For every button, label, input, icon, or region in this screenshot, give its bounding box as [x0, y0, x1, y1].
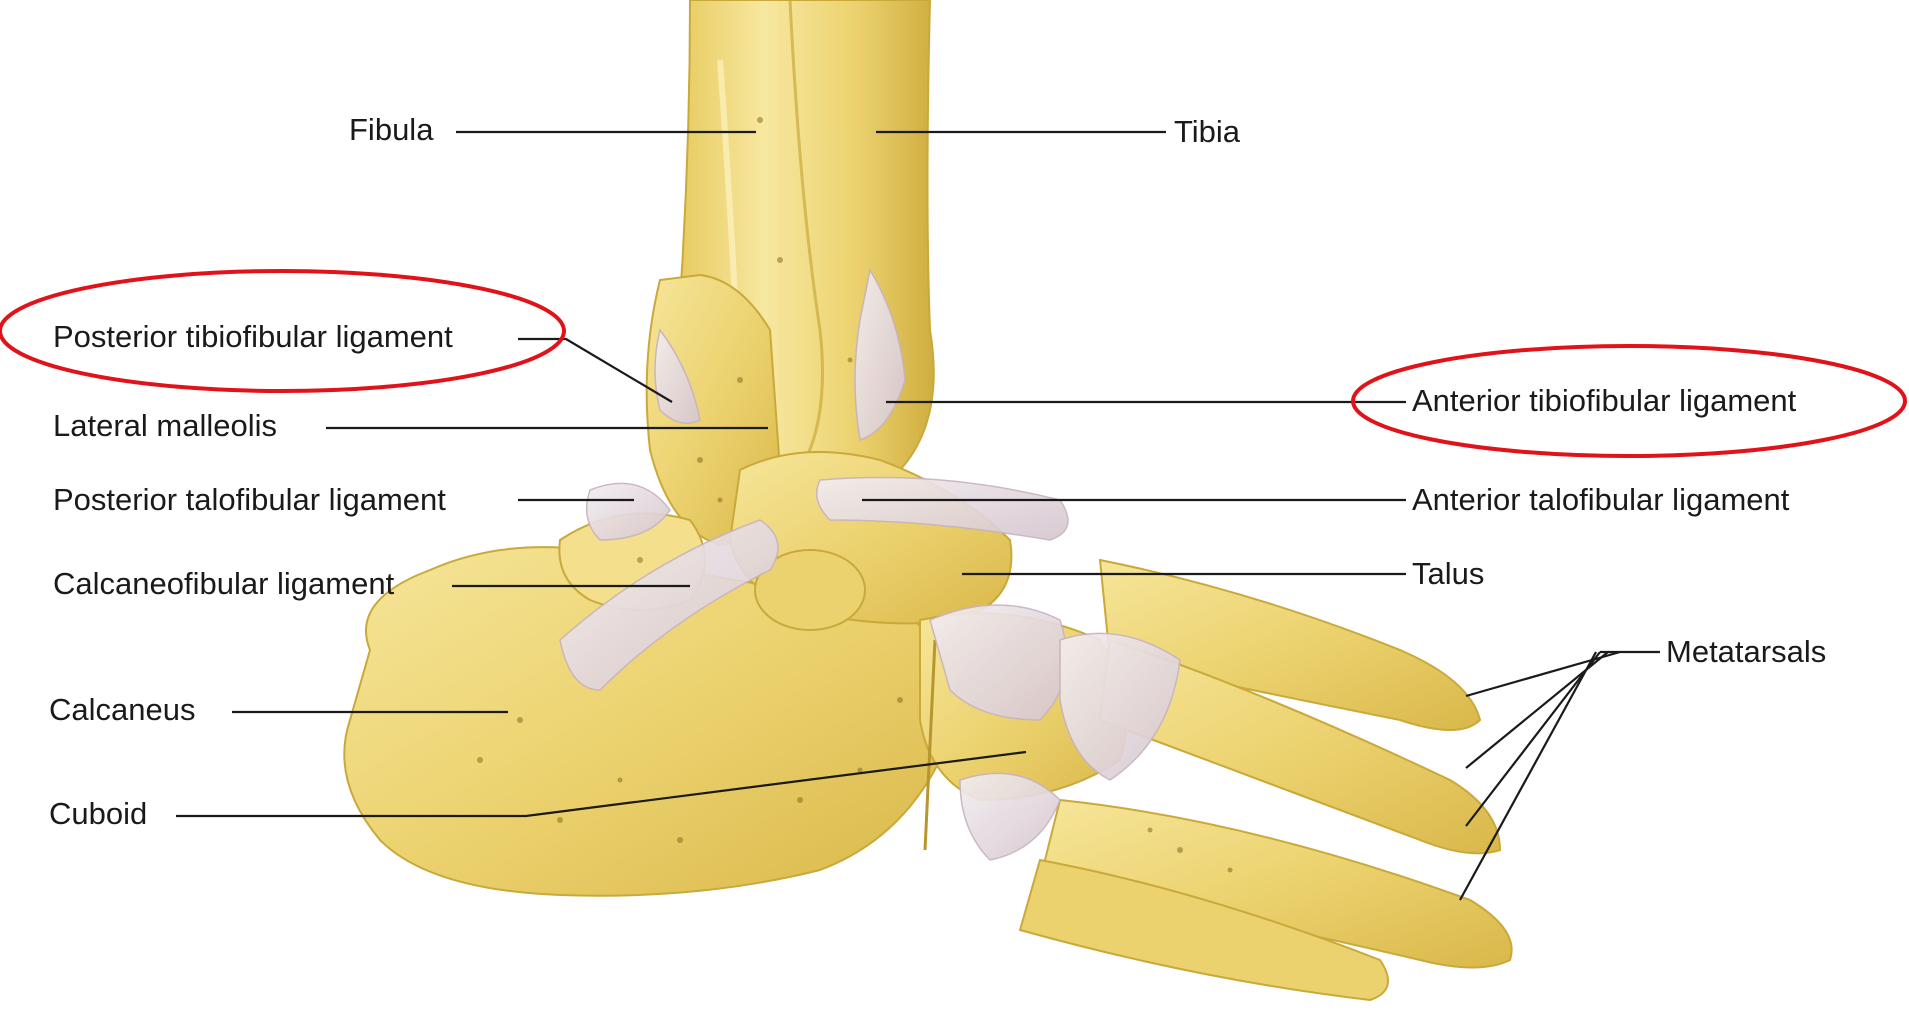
label-anterior-talofibular-ligament: Anterior talofibular ligament: [1412, 482, 1789, 518]
label-calcaneofibular-ligament: Calcaneofibular ligament: [53, 566, 394, 602]
metatarsal-bones: [1020, 560, 1512, 1000]
label-cuboid: Cuboid: [49, 796, 147, 832]
label-fibula: Fibula: [349, 112, 433, 148]
label-posterior-tibiofibular-ligament: Posterior tibiofibular ligament: [53, 319, 453, 355]
label-metatarsals: Metatarsals: [1666, 634, 1826, 670]
label-talus: Talus: [1412, 556, 1484, 592]
label-lateral-malleolis: Lateral malleolis: [53, 408, 277, 444]
leader-metatarsal-1: [1466, 652, 1620, 696]
label-tibia: Tibia: [1174, 114, 1240, 150]
label-posterior-talofibular-ligament: Posterior talofibular ligament: [53, 482, 446, 518]
leader-metatarsal-3: [1466, 652, 1600, 826]
label-calcaneus: Calcaneus: [49, 692, 195, 728]
leader-metatarsal-4: [1460, 652, 1596, 900]
label-anterior-tibiofibular-ligament: Anterior tibiofibular ligament: [1412, 383, 1796, 419]
